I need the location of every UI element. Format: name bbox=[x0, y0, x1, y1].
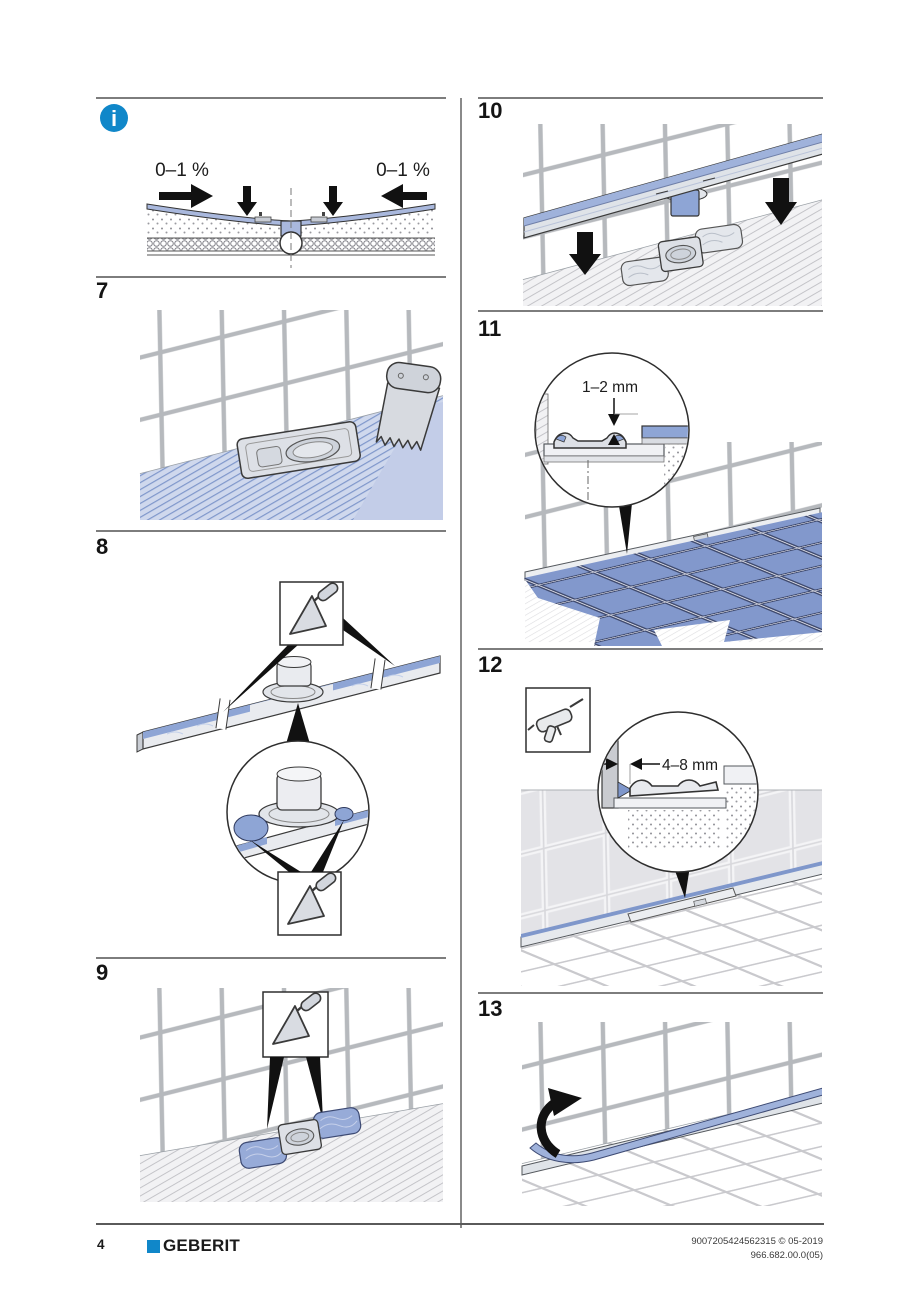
floor-cross-section bbox=[146, 188, 436, 268]
rule-below-step-11 bbox=[478, 648, 823, 650]
dimension-label: 4–8 mm bbox=[662, 757, 718, 774]
sealant-bead bbox=[521, 861, 822, 938]
right-arrow-icon bbox=[159, 184, 213, 208]
rule-top-right bbox=[478, 97, 823, 99]
down-arrow-icon bbox=[323, 186, 343, 216]
rule-below-step-8 bbox=[96, 957, 446, 959]
break-mark bbox=[370, 658, 386, 690]
step-13-label: 13 bbox=[478, 996, 503, 1021]
geberit-wordmark: GEBERIT bbox=[163, 1236, 240, 1255]
floor-drain-flange bbox=[620, 223, 744, 287]
step-10-label: 10 bbox=[478, 98, 503, 123]
rule-below-step-12 bbox=[478, 992, 823, 994]
wall-tiles bbox=[522, 1022, 822, 1164]
imprint-line-2: 966.682.00.0(05) bbox=[750, 1250, 823, 1262]
protective-film bbox=[529, 1087, 822, 1164]
left-arrow-icon bbox=[381, 184, 427, 208]
rule-top-left bbox=[96, 97, 446, 99]
down-arrow-icon bbox=[765, 178, 797, 225]
slope-label-right: 0–1 % bbox=[376, 160, 430, 181]
info-icon: i bbox=[100, 104, 128, 132]
imprint-line-1: 9007205424562315 © 05-2019 bbox=[691, 1236, 823, 1247]
pointer bbox=[267, 1057, 284, 1129]
sealant-wedge bbox=[617, 781, 633, 799]
dimension bbox=[608, 398, 638, 445]
geberit-logo: GEBERIT bbox=[147, 1236, 240, 1256]
step-13-figure bbox=[521, 1022, 822, 1206]
magnified-detail: 4–8 mm bbox=[599, 713, 757, 848]
break-mark bbox=[215, 698, 231, 730]
pointer bbox=[311, 820, 344, 872]
drain-with-mortar-pads bbox=[238, 1107, 362, 1169]
page-number: 4 bbox=[97, 1237, 105, 1252]
mortar-blob bbox=[233, 814, 269, 842]
step-11-figure: 1–2 mm bbox=[524, 352, 822, 646]
pointer bbox=[286, 703, 310, 744]
step-7-label: 7 bbox=[96, 278, 109, 303]
magnifier-circle bbox=[534, 352, 690, 508]
pointer bbox=[223, 645, 298, 712]
down-arrow-icon bbox=[237, 186, 257, 216]
step-7-figure bbox=[139, 310, 444, 520]
wall-tiles bbox=[140, 988, 443, 1156]
info-slope-figure: i 0–1 % 0–1 % bbox=[100, 104, 436, 268]
step-9-figure bbox=[139, 988, 444, 1202]
curved-peel-arrow-icon bbox=[536, 1088, 582, 1158]
dimension-label: 1–2 mm bbox=[582, 379, 638, 396]
svg-text:i: i bbox=[111, 106, 117, 131]
floor-tiles bbox=[524, 512, 822, 646]
down-arrow-icon bbox=[569, 232, 601, 275]
pointer bbox=[619, 503, 632, 554]
step-12-figure: 4–8 mm bbox=[520, 687, 822, 986]
rule-below-step-10 bbox=[478, 310, 823, 312]
column-divider bbox=[460, 98, 462, 1228]
slope-label-left: 0–1 % bbox=[155, 160, 209, 181]
imprint: 9007205424562315 © 05-2019 966.682.00.0(… bbox=[691, 1235, 823, 1264]
wall-tiles bbox=[140, 310, 443, 474]
floor-tiles bbox=[521, 870, 822, 986]
footer-rule bbox=[96, 1223, 824, 1225]
step-8-label: 8 bbox=[96, 534, 109, 559]
channel-profile bbox=[523, 133, 822, 239]
rule-below-info bbox=[96, 276, 446, 278]
step-10-figure bbox=[522, 124, 822, 306]
step-9-label: 9 bbox=[96, 960, 109, 985]
drain-flange bbox=[236, 420, 361, 480]
notched-trowel-icon bbox=[375, 361, 442, 451]
rule-below-step-7 bbox=[96, 530, 446, 532]
pointer bbox=[306, 1057, 323, 1121]
step-8-figure bbox=[136, 579, 441, 936]
drain-socket bbox=[262, 656, 324, 703]
pointer bbox=[250, 840, 301, 872]
geberit-logo-square bbox=[147, 1239, 160, 1253]
step-11-label: 11 bbox=[478, 316, 502, 341]
pointer bbox=[343, 618, 395, 666]
step-12-label: 12 bbox=[478, 652, 503, 677]
mortar-blob bbox=[334, 807, 354, 821]
pointer bbox=[674, 866, 690, 898]
